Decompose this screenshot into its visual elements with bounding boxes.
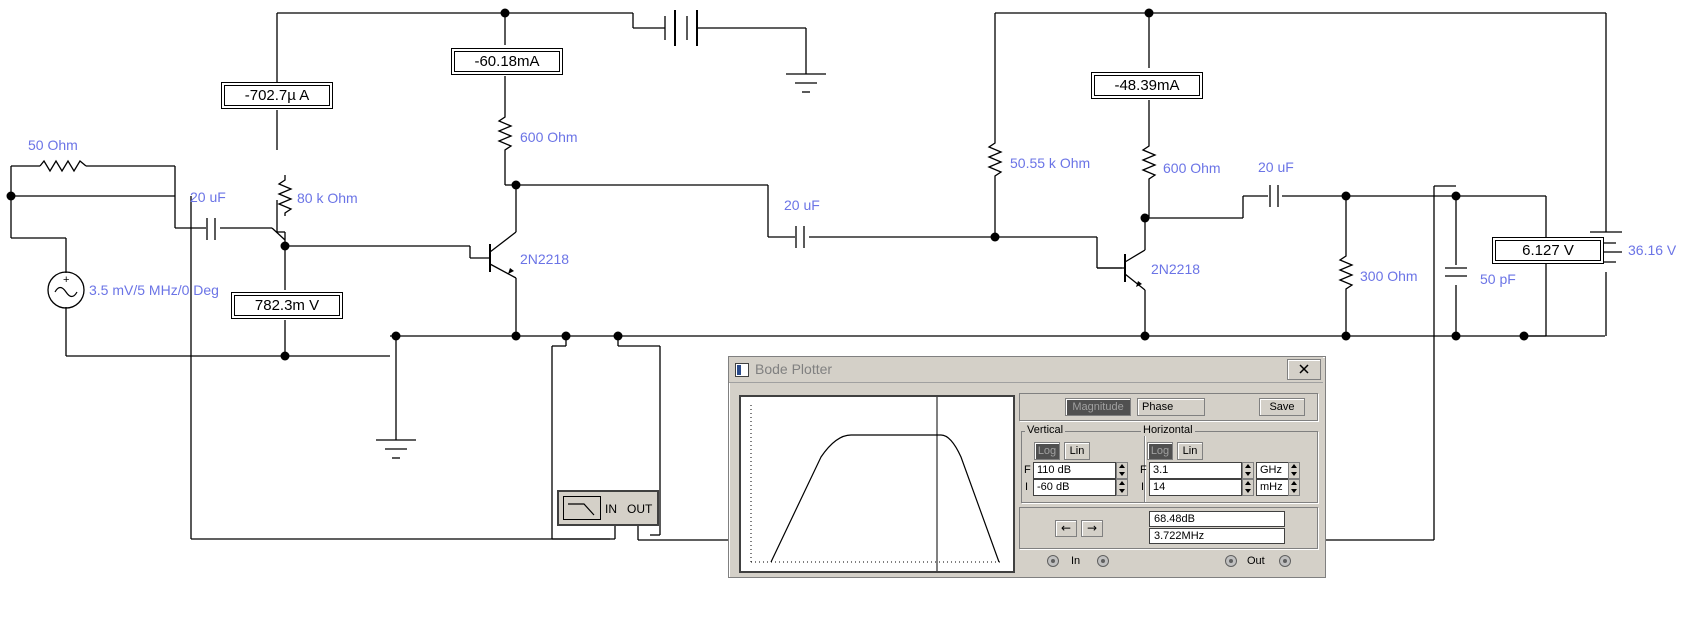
cursor-right-button[interactable]: → — [1081, 520, 1103, 537]
horizontal-label: Horizontal — [1141, 424, 1195, 436]
r-c1-label: 600 Ohm — [520, 129, 578, 145]
out-terminal-label: Out — [1247, 555, 1265, 567]
junction-dots — [6, 8, 1529, 361]
readout-magnitude: 68.48dB — [1149, 511, 1285, 527]
in-terminal-plus[interactable] — [1047, 555, 1059, 567]
bode-icon-screen — [563, 496, 601, 520]
vertical-final-stepper[interactable] — [1116, 462, 1128, 479]
bode-icon-out-label: OUT — [627, 502, 653, 516]
readout-frequency: 3.722MHz — [1149, 528, 1285, 544]
resistor-50-ohm[interactable] — [39, 159, 87, 173]
q1-label: 2N2218 — [520, 251, 569, 267]
capacitor-load[interactable] — [1445, 267, 1467, 277]
r-bias-label: 80 k Ohm — [297, 190, 358, 206]
bode-plotter-window[interactable]: Bode Plotter Magnitude Phase Save Vertic… — [728, 356, 1326, 578]
ac-source-icon[interactable]: + — [47, 271, 85, 309]
resistor-300-ohm[interactable] — [1338, 250, 1354, 290]
horizontal-f-label: F — [1140, 464, 1147, 476]
bode-icon-in-label: IN — [605, 502, 617, 516]
vertical-group — [1021, 431, 1145, 503]
capacitor-input[interactable] — [206, 218, 216, 240]
battery2-label: 36.16 V — [1628, 242, 1677, 258]
battery-icon[interactable] — [664, 10, 698, 46]
horizontal-final-stepper[interactable] — [1242, 462, 1254, 479]
in-terminal-minus[interactable] — [1097, 555, 1109, 567]
phase-button[interactable]: Phase — [1137, 398, 1205, 416]
cursor-left-button[interactable]: ← — [1055, 520, 1077, 537]
vertical-lin-button[interactable]: Lin — [1064, 442, 1090, 460]
horizontal-final-unit[interactable]: GHz — [1256, 462, 1289, 479]
horizontal-initial-stepper[interactable] — [1242, 479, 1254, 496]
window-icon — [735, 363, 749, 377]
resistor-80k-ohm[interactable] — [277, 175, 293, 216]
close-button[interactable] — [1287, 359, 1321, 380]
c-load-label: 50 pF — [1480, 271, 1516, 287]
vertical-i-label: I — [1025, 481, 1029, 493]
q2-label: 2N2218 — [1151, 261, 1200, 277]
transistor-q1-icon[interactable] — [470, 231, 517, 279]
vertical-final-input[interactable]: 110 dB — [1033, 462, 1116, 479]
vertical-initial-stepper[interactable] — [1116, 479, 1128, 496]
mode-group — [1019, 393, 1318, 421]
source-label: 3.5 mV/5 MHz/0 Deg — [89, 282, 219, 298]
horizontal-final-unit-stepper[interactable] — [1288, 462, 1300, 479]
vertical-f-label: F — [1024, 464, 1031, 476]
voltmeter-base-value: 782.3m V — [234, 295, 340, 316]
capacitor-coupling[interactable] — [795, 226, 805, 248]
horizontal-initial-unit[interactable]: mHz — [1256, 479, 1289, 496]
ammeter-collector2-value: -48.39mA — [1094, 75, 1200, 96]
vertical-label: Vertical — [1025, 424, 1066, 436]
magnitude-curve — [770, 434, 1000, 563]
magnitude-button[interactable]: Magnitude — [1065, 398, 1131, 416]
horizontal-lin-button[interactable]: Lin — [1177, 442, 1203, 460]
bode-plot-svg — [750, 397, 1003, 571]
voltmeter-output[interactable]: 6.127 V — [1492, 237, 1604, 264]
readout-group — [1019, 507, 1318, 549]
horizontal-log-button[interactable]: Log — [1147, 442, 1173, 460]
transistor-q2-icon[interactable] — [1097, 249, 1146, 291]
save-button[interactable]: Save — [1259, 398, 1305, 416]
bode-plot-display[interactable] — [739, 395, 1015, 573]
ammeter-collector2[interactable]: -48.39mA — [1091, 72, 1203, 99]
close-icon — [1299, 364, 1309, 374]
ground-icon — [786, 73, 826, 93]
resistor-50k-ohm[interactable] — [987, 138, 1003, 188]
ground-icon-2 — [376, 439, 416, 459]
ammeter-bias-value: -702.7µ A — [224, 85, 330, 106]
out-terminal-plus[interactable] — [1225, 555, 1237, 567]
horizontal-group — [1137, 431, 1318, 503]
bode-title-bar[interactable]: Bode Plotter — [729, 357, 1323, 383]
svg-text:+: + — [63, 274, 69, 286]
r-bias2-label: 50.55 k Ohm — [1010, 155, 1090, 171]
out-terminal-minus[interactable] — [1279, 555, 1291, 567]
horizontal-final-input[interactable]: 3.1 — [1149, 462, 1242, 479]
vertical-initial-input[interactable]: -60 dB — [1033, 479, 1116, 496]
capacitor-output[interactable] — [1269, 185, 1279, 207]
vertical-log-button[interactable]: Log — [1034, 442, 1060, 460]
bode-plotter-instrument-icon[interactable]: IN OUT — [557, 490, 659, 526]
resistor-600-ohm-2[interactable] — [1141, 140, 1157, 188]
c-couple-label: 20 uF — [784, 197, 820, 213]
in-terminal-label: In — [1071, 555, 1081, 567]
c-in-label: 20 uF — [190, 189, 226, 205]
voltmeter-base[interactable]: 782.3m V — [231, 292, 343, 319]
ammeter-collector1[interactable]: -60.18mA — [451, 48, 563, 75]
horizontal-initial-unit-stepper[interactable] — [1288, 479, 1300, 496]
voltmeter-output-value: 6.127 V — [1495, 240, 1601, 261]
c-out-label: 20 uF — [1258, 159, 1294, 175]
ammeter-collector1-value: -60.18mA — [454, 51, 560, 72]
r-load-label: 300 Ohm — [1360, 268, 1418, 284]
r-source-label: 50 Ohm — [28, 137, 78, 153]
ammeter-bias[interactable]: -702.7µ A — [221, 82, 333, 109]
resistor-600-ohm-1[interactable] — [497, 110, 513, 160]
bode-title: Bode Plotter — [755, 361, 833, 377]
horizontal-i-label: I — [1141, 481, 1145, 493]
r-c2-label: 600 Ohm — [1163, 160, 1221, 176]
horizontal-initial-input[interactable]: 14 — [1149, 479, 1242, 496]
